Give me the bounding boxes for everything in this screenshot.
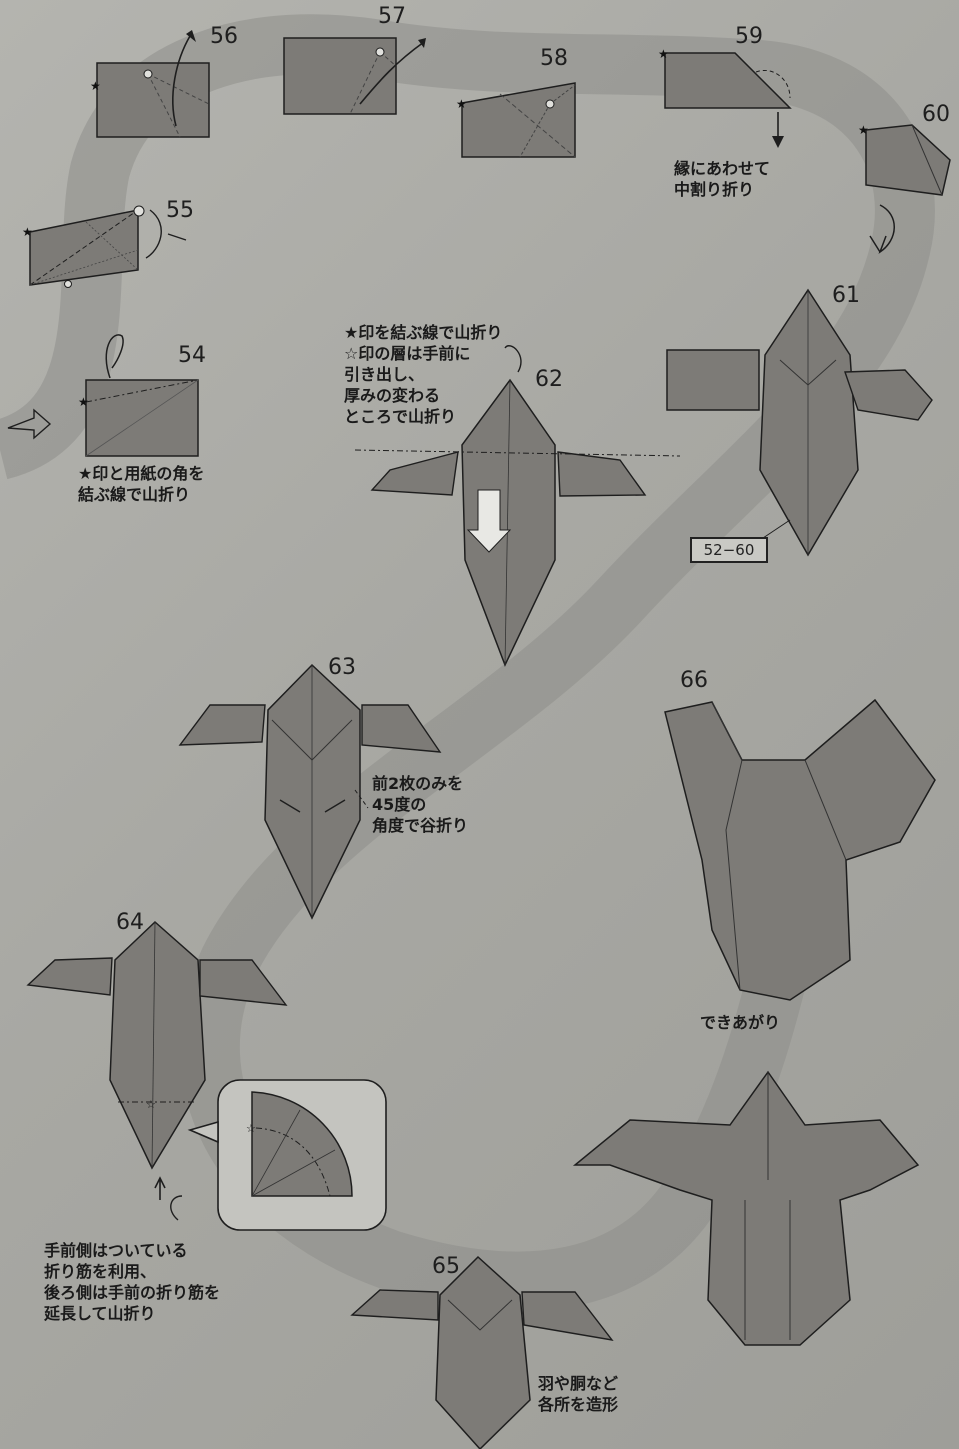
caption-finished: できあがり	[700, 1013, 781, 1032]
step-57-paper	[283, 37, 426, 115]
finished-model-front	[572, 1070, 920, 1346]
svg-text:★: ★	[658, 47, 669, 61]
step-58-paper: ★	[456, 82, 576, 158]
svg-text:★: ★	[90, 79, 101, 93]
step-54-paper: ★	[78, 334, 199, 457]
caption-step-63: 前2枚のみを 45度の 角度で谷折り	[372, 774, 469, 835]
step-number-63: 63	[328, 655, 356, 680]
svg-text:☆: ☆	[246, 1122, 256, 1135]
step-number-54: 54	[178, 343, 206, 368]
step-61-model	[666, 288, 933, 557]
caption-step-54: ★印と用紙の角を 結ぶ線で山折り	[78, 464, 205, 504]
step-64-model: ☆	[26, 920, 288, 1221]
svg-text:★: ★	[858, 123, 869, 137]
step-number-65: 65	[432, 1254, 460, 1279]
step-59-paper: ★	[658, 47, 792, 148]
step-number-64: 64	[116, 910, 144, 935]
svg-text:★: ★	[78, 395, 89, 409]
step-number-56: 56	[210, 24, 238, 49]
step-number-60: 60	[922, 102, 950, 127]
step-number-62: 62	[535, 367, 563, 392]
step-number-61: 61	[832, 283, 860, 308]
step-55-paper: ★	[22, 205, 187, 288]
entry-arrow	[7, 408, 52, 440]
step-65-model	[350, 1255, 614, 1449]
finished-model-side	[664, 698, 936, 1001]
step-56-paper: ★	[90, 30, 210, 138]
caption-step-65: 羽や胴など 各所を造形	[538, 1374, 619, 1414]
caption-step-64: 手前側はついている 折り筋を利用、 後ろ側は手前の折り筋を 延長して山折り	[44, 1241, 221, 1323]
svg-text:☆: ☆	[146, 1098, 156, 1111]
step-60-paper: ★	[858, 123, 951, 254]
step-number-59: 59	[735, 24, 763, 49]
caption-step-62: ★印を結ぶ線で山折り ☆印の層は手前に 引き出し、 厚みの変わる ところで山折り	[344, 323, 503, 426]
svg-text:★: ★	[22, 225, 33, 239]
step-62-model	[354, 345, 681, 667]
step-number-57: 57	[378, 4, 406, 29]
background-path	[0, 14, 935, 1312]
step-63-model	[178, 663, 442, 920]
step-number-66: 66	[680, 668, 708, 693]
step-range-label: 52−60	[690, 537, 768, 563]
svg-text:★: ★	[456, 97, 467, 111]
zoom-bubble: ☆	[187, 1079, 387, 1231]
step-number-58: 58	[540, 46, 568, 71]
step-number-55: 55	[166, 198, 194, 223]
caption-step-59: 縁にあわせて 中割り折り	[674, 159, 771, 199]
